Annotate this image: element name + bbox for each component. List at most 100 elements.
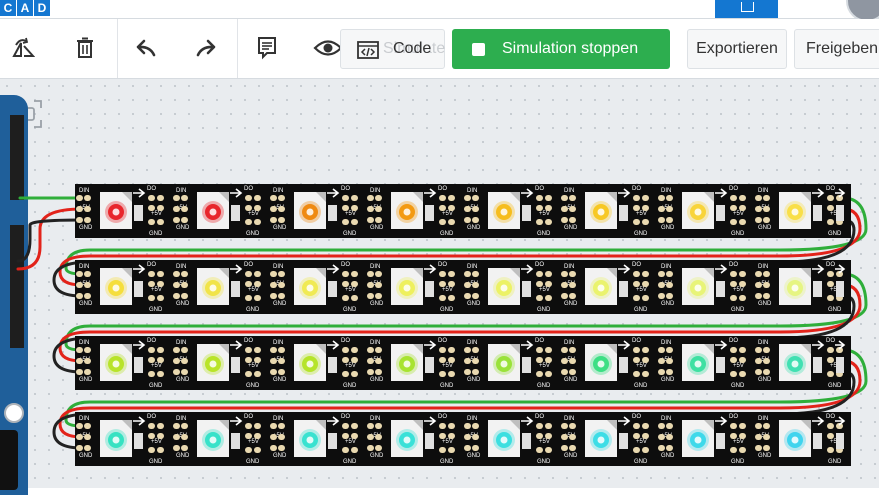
wire-gnd-in[interactable] xyxy=(16,218,84,263)
led-notch xyxy=(607,344,617,354)
pad-label-gnd: GND xyxy=(343,231,357,237)
led-notch xyxy=(219,268,229,278)
solder-pad xyxy=(270,434,277,440)
circuit-canvas[interactable]: DIN+5VGNDDO+5VGNDDIN+5VGNDDO+5VGNDDIN+5V… xyxy=(0,79,879,495)
solder-pad xyxy=(739,271,746,277)
solder-pad xyxy=(569,445,576,451)
solder-pad xyxy=(245,347,252,353)
arduino-digital-header-2 xyxy=(10,225,24,348)
led-notch xyxy=(801,192,811,202)
pad-label-5v: +5V xyxy=(151,363,162,369)
led-strip[interactable]: DIN+5VGNDDO+5VGNDDIN+5VGNDDO+5VGNDDIN+5V… xyxy=(75,336,851,390)
led-strip[interactable]: DIN+5VGNDDO+5VGNDDIN+5VGNDDO+5VGNDDIN+5V… xyxy=(75,412,851,466)
pad-label-din: DIN xyxy=(273,188,283,194)
solder-pad xyxy=(375,217,382,223)
pad-label-do: DO xyxy=(244,414,253,420)
solder-pad xyxy=(157,195,164,201)
share-button[interactable]: Freigeben xyxy=(794,29,879,69)
pad-label-gnd: GND xyxy=(537,459,551,465)
wire-5v-link[interactable] xyxy=(58,283,862,363)
pad-label-din: DIN xyxy=(273,416,283,422)
capacitor xyxy=(619,281,628,297)
wire-data-link[interactable] xyxy=(64,272,868,352)
solder-pad xyxy=(666,358,673,364)
solder-pad xyxy=(666,369,673,375)
solder-pad xyxy=(472,195,479,201)
solder-pad xyxy=(666,445,673,451)
capacitor xyxy=(716,357,725,373)
led-strip[interactable]: DIN+5VGNDDO+5VGNDDIN+5VGNDDO+5VGNDDIN+5V… xyxy=(75,184,851,238)
notes-button[interactable] xyxy=(250,31,284,65)
solder-pad xyxy=(84,434,91,440)
solder-pad xyxy=(642,295,649,301)
pad-label-do: DO xyxy=(632,414,641,420)
delete-button[interactable] xyxy=(68,31,102,65)
solder-pad xyxy=(633,423,640,429)
pad-label-5v: +5V xyxy=(248,363,259,369)
led-strip[interactable]: DIN+5VGNDDO+5VGNDDIN+5VGNDDO+5VGNDDIN+5V… xyxy=(75,260,851,314)
solder-pad xyxy=(157,281,164,287)
wire-5v-link[interactable] xyxy=(58,207,862,287)
solder-pad xyxy=(254,195,261,201)
wire-5v-link[interactable] xyxy=(58,359,862,439)
arduino-board[interactable] xyxy=(0,95,28,495)
solder-pad xyxy=(278,347,285,353)
app-logo[interactable]: C A D xyxy=(0,0,51,16)
solder-pad xyxy=(763,347,770,353)
pad-label-gnd: GND xyxy=(661,453,675,459)
solder-pad xyxy=(278,434,285,440)
solder-pad xyxy=(730,195,737,201)
solder-pad xyxy=(739,357,746,363)
solder-pad xyxy=(642,195,649,201)
solder-pad xyxy=(270,347,277,353)
data-direction-arrow xyxy=(521,340,534,350)
data-direction-arrow xyxy=(424,188,437,198)
export-button[interactable]: Exportieren xyxy=(687,29,787,69)
solder-pad xyxy=(755,434,762,440)
solder-pad xyxy=(351,371,358,377)
capacitor xyxy=(619,357,628,373)
rotate-button[interactable] xyxy=(6,31,40,65)
solder-pad xyxy=(351,447,358,453)
solder-pad xyxy=(270,206,277,212)
pad-label-gnd: GND xyxy=(370,453,384,459)
undo-button[interactable] xyxy=(129,31,163,65)
solder-pad xyxy=(755,206,762,212)
pad-label-gnd: GND xyxy=(634,231,648,237)
solder-pad xyxy=(561,423,568,429)
solder-pad xyxy=(827,271,834,277)
code-button[interactable]: Simulate Code xyxy=(340,29,445,69)
wire-data-link[interactable] xyxy=(64,348,868,428)
solder-pad xyxy=(739,347,746,353)
solder-pad xyxy=(157,219,164,225)
solder-pad xyxy=(254,423,261,429)
pad-label-din: DIN xyxy=(79,264,89,270)
solder-pad xyxy=(367,434,374,440)
solder-pad xyxy=(76,423,83,429)
wire-data-link[interactable] xyxy=(64,196,868,276)
solder-pad xyxy=(658,347,665,353)
solder-pad xyxy=(76,347,83,353)
capacitor xyxy=(813,281,822,297)
redo-button[interactable] xyxy=(189,31,223,65)
solder-pad xyxy=(157,205,164,211)
solder-pad xyxy=(270,369,277,375)
solder-pad xyxy=(270,445,277,451)
share-button-label: Freigeben xyxy=(806,40,879,57)
solder-pad xyxy=(569,282,576,288)
code-button-label: Code xyxy=(393,40,432,57)
solder-pad xyxy=(561,347,568,353)
led-notch xyxy=(607,192,617,202)
solder-pad xyxy=(472,358,479,364)
capacitor xyxy=(425,433,434,449)
solder-pad xyxy=(464,358,471,364)
solder-pad xyxy=(439,205,446,211)
user-menu-button[interactable] xyxy=(715,0,778,18)
pad-label-gnd: GND xyxy=(634,307,648,313)
wire-5v-in[interactable] xyxy=(16,207,84,271)
led-core xyxy=(500,208,508,216)
stop-simulation-button[interactable]: Simulation stoppen xyxy=(452,29,670,69)
led-core xyxy=(500,284,508,292)
toolbar: Simulate Code Simulation stoppen Exporti… xyxy=(0,19,879,79)
solder-pad xyxy=(658,358,665,364)
